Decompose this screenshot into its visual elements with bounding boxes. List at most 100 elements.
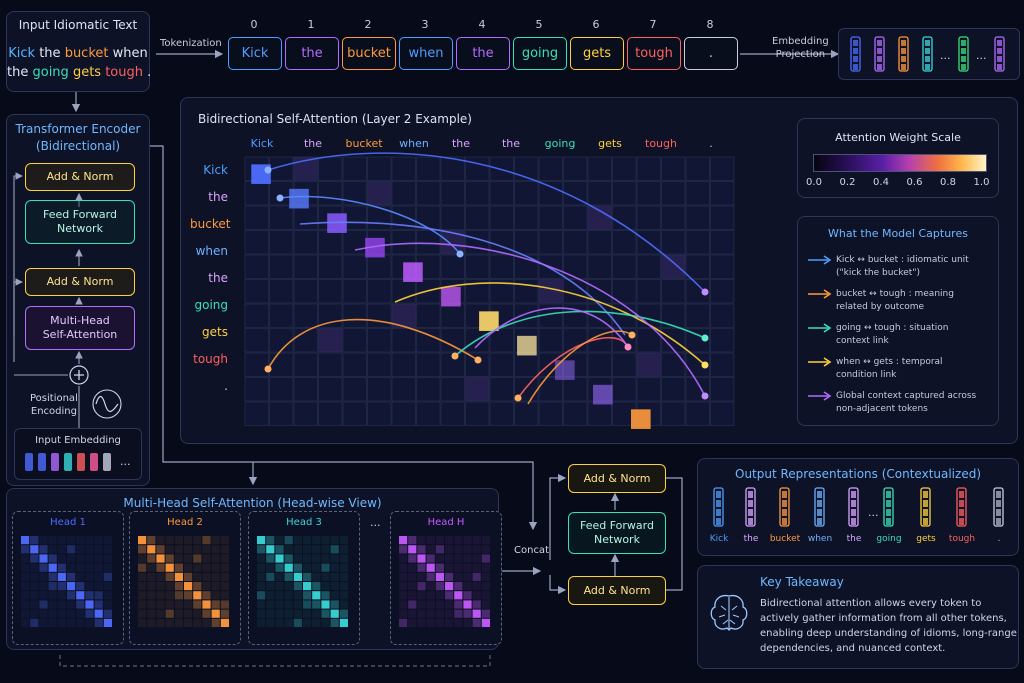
head-matrix — [138, 536, 229, 627]
input-embedding-label: Input Embedding — [35, 435, 121, 446]
token-index: 3 — [421, 18, 429, 31]
attention-arc — [394, 282, 706, 366]
input-word: gets — [72, 65, 102, 80]
token-chip: tough — [627, 37, 681, 70]
token-chip: gets — [570, 37, 624, 70]
token-index: 5 — [535, 18, 543, 31]
attention-row-label: when — [195, 244, 228, 258]
embedding-projection-text: Embedding Projection — [772, 36, 829, 60]
attention-cell — [631, 409, 651, 429]
attention-column-label: when — [399, 137, 429, 150]
input-text-line-1: Kick the bucket when — [7, 46, 149, 61]
brain-icon — [710, 594, 748, 631]
attention-node — [701, 361, 709, 369]
output-vector — [814, 487, 825, 527]
capture-item-line: non-adjacent tokens — [836, 404, 928, 414]
scale-gradient-bar — [813, 154, 987, 172]
output-vector — [848, 487, 859, 527]
input-embedding-vector — [90, 453, 98, 471]
token-index: 8 — [706, 18, 714, 31]
scale-tick: 1.0 — [973, 177, 990, 188]
input-embedding-vector — [103, 453, 111, 471]
scale-tick: 0.0 — [806, 177, 822, 188]
output-vector — [745, 487, 756, 527]
output-vector — [993, 487, 1004, 527]
stack-add-norm-top: Add & Norm — [568, 464, 666, 493]
head-matrix — [257, 536, 348, 627]
concat-to-addnorm-arrow — [549, 575, 567, 595]
embedding-vector — [922, 36, 933, 72]
scale-tick: 0.8 — [940, 177, 956, 188]
output-token-label: Kick — [709, 534, 729, 544]
attention-node — [514, 394, 522, 402]
attention-arc — [527, 330, 633, 405]
input-embedding-ellipsis: ... — [120, 455, 131, 468]
encoder-mhsa: Multi-Head Self-Attention — [25, 306, 135, 350]
attention-row-label: the — [208, 271, 228, 285]
output-token-label: gets — [916, 534, 936, 544]
attention-column-label: bucket — [345, 137, 383, 150]
input-text-line-2: the going gets tough . — [7, 65, 152, 80]
capture-item-line: ("kick the bucket") — [836, 268, 920, 278]
head-label: Head H — [427, 517, 465, 528]
output-token-label: when — [807, 534, 833, 544]
capture-item-line: Kick ↔ bucket : idiomatic unit — [836, 255, 969, 265]
captures-panel: What the Model Captures — [797, 216, 999, 426]
attention-title: Bidirectional Self-Attention (Layer 2 Ex… — [198, 112, 472, 126]
output-token-label: bucket — [769, 534, 801, 544]
token-chip: . — [684, 37, 738, 70]
input-word: . — [147, 65, 152, 80]
stack-add-norm-bottom: Add & Norm — [568, 576, 666, 605]
attention-node — [474, 356, 482, 364]
attention-arc — [474, 307, 629, 349]
token-chip: bucket — [342, 37, 396, 70]
output-ellipsis: ... — [868, 506, 879, 519]
attention-cell — [479, 311, 499, 331]
embedding-vector — [958, 36, 969, 72]
attention-node — [264, 365, 272, 373]
attention-row-label: . — [224, 379, 228, 393]
attention-arc — [279, 195, 461, 255]
token-index: 2 — [364, 18, 372, 31]
output-vector — [883, 487, 894, 527]
attention-cell — [403, 262, 423, 282]
takeaway-line: enabling deep understanding of idioms, l… — [760, 628, 1017, 639]
takeaway-line: Bidirectional attention allows every tok… — [760, 598, 982, 609]
output-vector — [779, 487, 790, 527]
head-label: Head 3 — [286, 517, 322, 528]
attention-row-label: Kick — [203, 163, 228, 177]
input-word: Kick — [8, 46, 36, 61]
embedding-vector — [994, 36, 1005, 72]
tokenization-label: Tokenization — [160, 38, 222, 49]
takeaway-title: Key Takeaway — [760, 575, 844, 589]
attention-column-label: the — [501, 137, 521, 150]
input-embedding-box: Input Embedding ... — [14, 428, 142, 480]
input-word: going — [32, 65, 69, 80]
attention-node — [456, 250, 464, 258]
attention-arc — [354, 242, 706, 397]
embedding-vector — [874, 36, 885, 72]
input-word: tough — [105, 65, 143, 80]
head-matrix — [399, 536, 490, 627]
attention-arc — [454, 310, 706, 357]
attention-node — [451, 352, 459, 360]
embedding-projection-label: Embedding Projection — [772, 35, 829, 61]
embedding-vectors: ...... — [850, 36, 1005, 72]
token-chip: when — [399, 37, 453, 70]
input-embedding-vectors — [25, 453, 111, 471]
head-panel: Head 1 — [12, 511, 124, 645]
scale-tick: 0.6 — [906, 177, 923, 188]
encoder-title: Transformer Encoder (Bidirectional) — [15, 122, 141, 153]
attention-row-label: tough — [193, 352, 228, 366]
positional-encoding-label: Positional Encoding — [30, 393, 78, 417]
input-word: the — [7, 65, 29, 80]
input-word: when — [112, 46, 148, 61]
multihead-title: Multi-Head Self-Attention (Head-wise Vie… — [123, 496, 382, 510]
input-word: bucket — [64, 46, 109, 61]
output-token-label: tough — [948, 534, 976, 544]
token-index: 4 — [478, 18, 486, 31]
scale-tick: 0.4 — [873, 177, 889, 188]
input-embedding-vector — [38, 453, 46, 471]
